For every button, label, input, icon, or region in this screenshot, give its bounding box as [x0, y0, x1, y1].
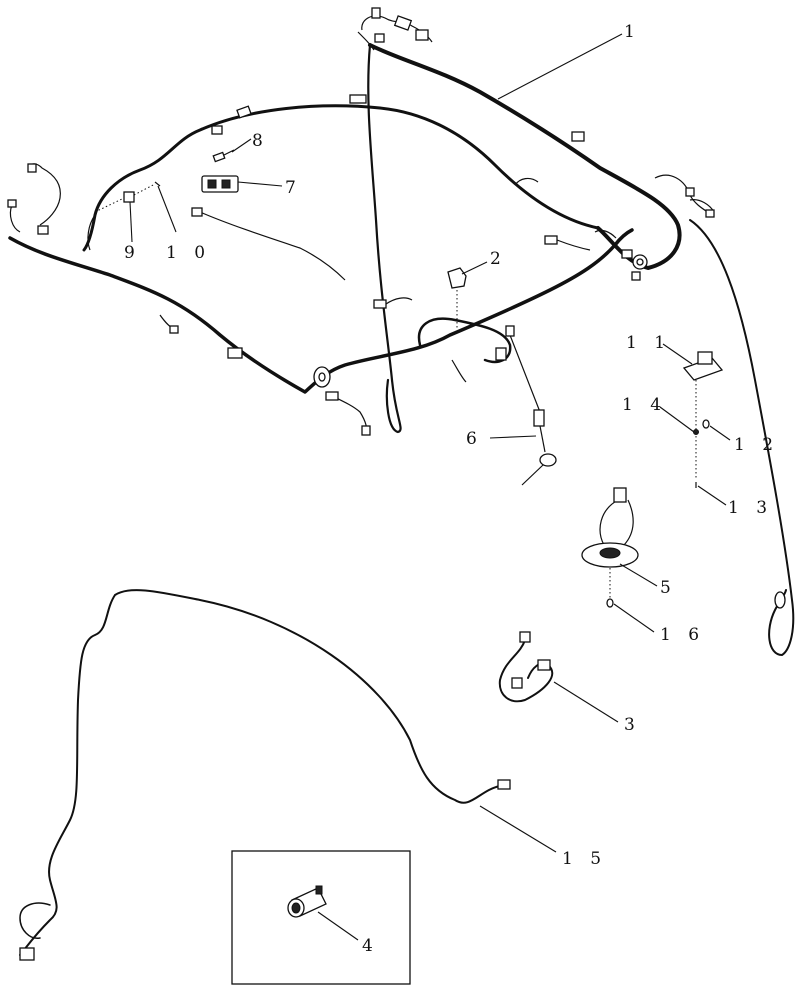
callout-12: 1 2 — [734, 435, 779, 455]
callout-9: 9 — [124, 243, 141, 263]
part-8-plug — [212, 149, 235, 163]
part-7-switch — [201, 175, 239, 193]
part-15-cable — [19, 589, 511, 961]
part-4-socket-box — [231, 850, 411, 985]
callout-labels: 1 2 3 4 5 6 7 8 9 1 0 1 1 1 2 1 3 1 4 1 … — [124, 22, 779, 956]
callout-2: 2 — [490, 249, 507, 269]
part-5-switch — [581, 487, 639, 608]
callout-4: 4 — [362, 936, 379, 956]
part-3-harness — [498, 631, 554, 703]
callout-1: 1 — [624, 22, 641, 42]
main-harness — [7, 7, 795, 656]
callout-10: 1 0 — [166, 243, 211, 263]
callout-16: 1 6 — [660, 625, 705, 645]
callout-11: 1 1 — [626, 333, 671, 353]
callout-5: 5 — [660, 578, 677, 598]
callout-7: 7 — [285, 178, 302, 198]
part-11-relay — [682, 351, 724, 488]
part-10-screw — [133, 181, 161, 196]
callout-8: 8 — [252, 131, 269, 151]
callout-6: 6 — [466, 429, 483, 449]
callout-13: 1 3 — [728, 498, 773, 518]
callout-3: 3 — [624, 715, 641, 735]
callout-14: 1 4 — [622, 395, 667, 415]
part-6-sensor — [505, 325, 557, 486]
leader-lines — [129, 33, 731, 941]
part-9-clip — [94, 191, 135, 213]
part-2-plug — [447, 267, 467, 330]
callout-15: 1 5 — [562, 849, 607, 869]
